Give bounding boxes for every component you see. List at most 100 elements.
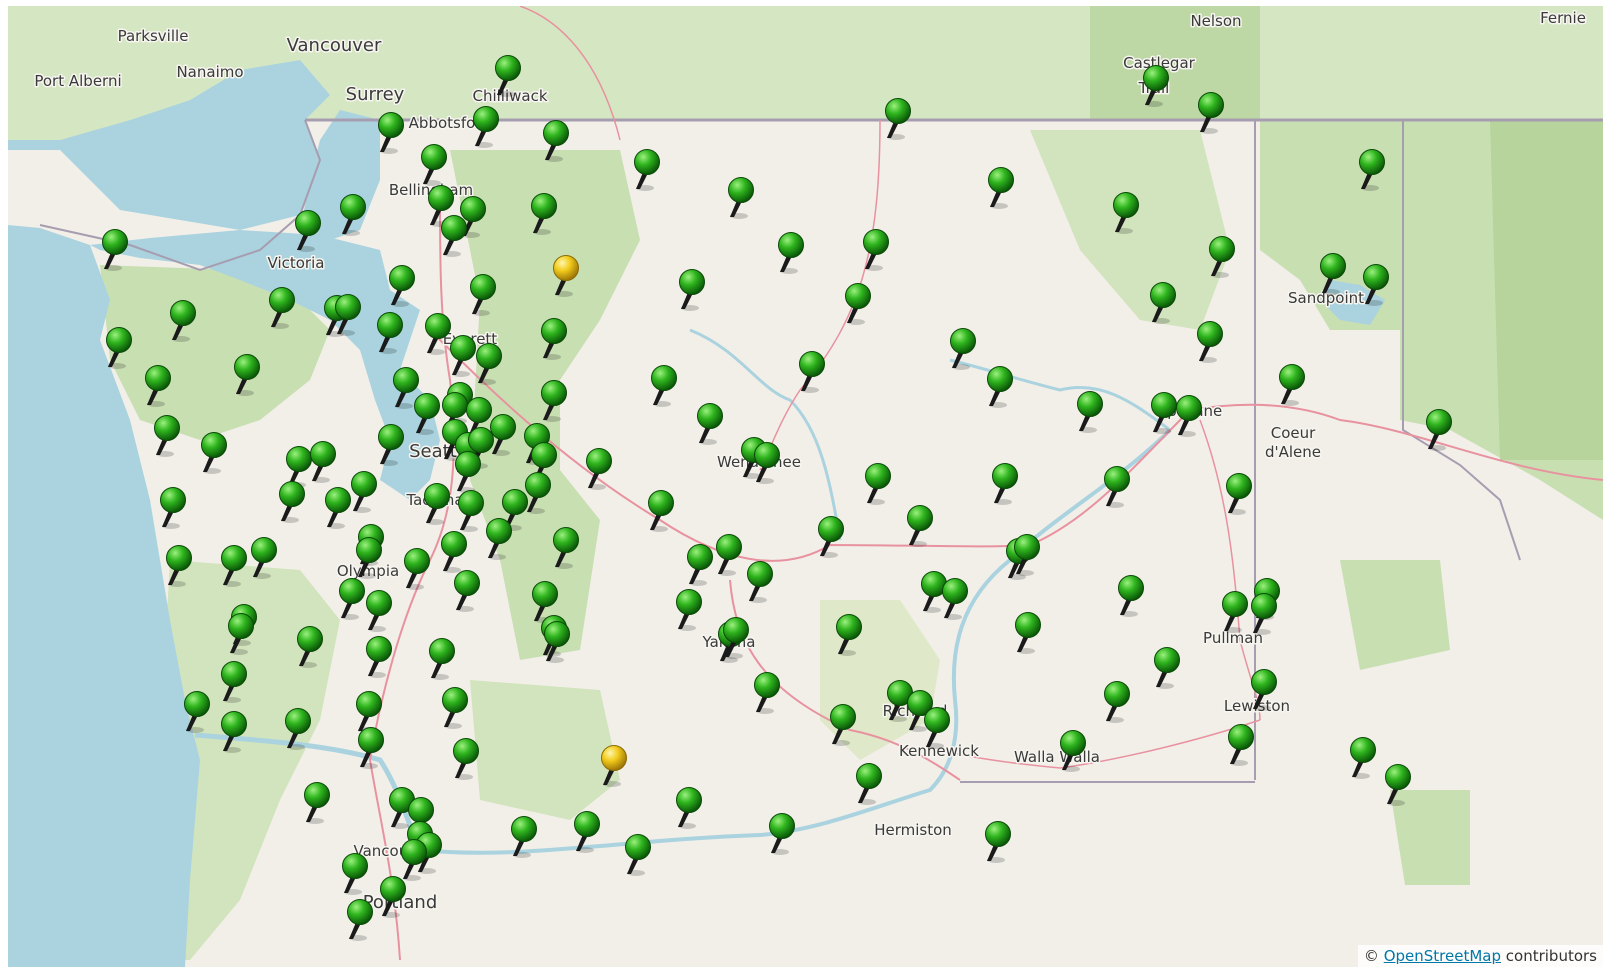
map-pin-green-icon[interactable]: [234, 354, 260, 397]
map-pin-green-icon[interactable]: [1143, 65, 1169, 108]
map-pin-green-icon[interactable]: [378, 112, 404, 155]
map-pin-green-icon[interactable]: [102, 229, 128, 272]
map-pin-green-icon[interactable]: [747, 561, 773, 604]
map-pin-green-icon[interactable]: [428, 185, 454, 228]
map-pin-green-icon[interactable]: [1104, 466, 1130, 509]
map-pin-green-icon[interactable]: [818, 516, 844, 559]
map-pin-green-icon[interactable]: [1385, 764, 1411, 807]
map-pin-green-icon[interactable]: [1077, 391, 1103, 434]
map-pin-green-icon[interactable]: [458, 490, 484, 533]
map-pin-green-icon[interactable]: [754, 672, 780, 715]
map-pin-green-icon[interactable]: [676, 589, 702, 632]
map-pin-green-icon[interactable]: [455, 451, 481, 494]
map-pin-green-icon[interactable]: [154, 415, 180, 458]
map-pin-green-icon[interactable]: [1363, 264, 1389, 307]
map-pin-green-icon[interactable]: [1350, 737, 1376, 780]
map-pin-green-icon[interactable]: [651, 365, 677, 408]
map-pin-green-icon[interactable]: [366, 590, 392, 633]
map-pin-green-icon[interactable]: [269, 287, 295, 330]
map-pin-green-icon[interactable]: [625, 834, 651, 877]
map-pin-green-icon[interactable]: [921, 571, 947, 614]
map-pin-green-icon[interactable]: [490, 414, 516, 457]
map-pin-green-icon[interactable]: [1222, 591, 1248, 634]
map-pin-green-icon[interactable]: [297, 626, 323, 669]
map-pin-green-icon[interactable]: [393, 367, 419, 410]
map-pin-green-icon[interactable]: [1226, 473, 1252, 516]
map-pin-green-icon[interactable]: [907, 505, 933, 548]
map-pin-green-icon[interactable]: [1150, 282, 1176, 325]
map-pin-green-icon[interactable]: [863, 229, 889, 272]
map-pin-green-icon[interactable]: [378, 424, 404, 467]
map-pin-green-icon[interactable]: [836, 614, 862, 657]
map-pin-green-icon[interactable]: [380, 876, 406, 919]
map-pin-green-icon[interactable]: [356, 537, 382, 580]
map-pin-green-icon[interactable]: [1113, 192, 1139, 235]
map-pin-green-icon[interactable]: [401, 839, 427, 882]
map-pin-green-icon[interactable]: [470, 274, 496, 317]
map-pin-green-icon[interactable]: [453, 738, 479, 781]
map-pin-green-icon[interactable]: [356, 691, 382, 734]
map-pin-green-icon[interactable]: [335, 294, 361, 337]
map-pin-green-icon[interactable]: [425, 313, 451, 356]
map-pin-green-icon[interactable]: [450, 335, 476, 378]
map-pin-green-icon[interactable]: [145, 365, 171, 408]
map-pin-green-icon[interactable]: [325, 487, 351, 530]
map-pin-yellow-icon[interactable]: [553, 255, 579, 298]
map-pin-green-icon[interactable]: [885, 98, 911, 141]
map-pin-green-icon[interactable]: [476, 343, 502, 386]
map-pin-green-icon[interactable]: [679, 269, 705, 312]
map-pin-green-icon[interactable]: [1104, 681, 1130, 724]
map-pin-green-icon[interactable]: [251, 537, 277, 580]
map-pin-green-icon[interactable]: [799, 351, 825, 394]
map-pin-green-icon[interactable]: [1176, 395, 1202, 438]
map-pin-green-icon[interactable]: [414, 393, 440, 436]
map-pin-green-icon[interactable]: [221, 711, 247, 754]
map-pin-green-icon[interactable]: [454, 570, 480, 613]
map-pin-green-icon[interactable]: [1154, 647, 1180, 690]
map-pin-green-icon[interactable]: [532, 581, 558, 624]
map-pin-green-icon[interactable]: [1060, 730, 1086, 773]
map-pin-green-icon[interactable]: [160, 487, 186, 530]
map-pin-green-icon[interactable]: [279, 481, 305, 524]
map-pin-green-icon[interactable]: [221, 545, 247, 588]
openstreetmap-link[interactable]: OpenStreetMap: [1383, 947, 1502, 965]
map-pin-green-icon[interactable]: [170, 300, 196, 343]
map-pin-green-icon[interactable]: [429, 638, 455, 681]
map-pin-green-icon[interactable]: [339, 578, 365, 621]
map-pin-green-icon[interactable]: [687, 544, 713, 587]
map-pin-green-icon[interactable]: [366, 636, 392, 679]
map-pin-green-icon[interactable]: [347, 899, 373, 942]
map-pin-green-icon[interactable]: [310, 441, 336, 484]
map-pin-green-icon[interactable]: [541, 318, 567, 361]
map-pin-green-icon[interactable]: [987, 366, 1013, 409]
map-pin-green-icon[interactable]: [389, 265, 415, 308]
map-pin-green-icon[interactable]: [228, 613, 254, 656]
map-pin-green-icon[interactable]: [988, 167, 1014, 210]
map-pin-green-icon[interactable]: [442, 687, 468, 730]
map-pin-green-icon[interactable]: [543, 120, 569, 163]
map-pin-green-icon[interactable]: [544, 621, 570, 664]
map-pin-green-icon[interactable]: [856, 763, 882, 806]
map-pin-green-icon[interactable]: [985, 821, 1011, 864]
map-pin-green-icon[interactable]: [421, 144, 447, 187]
map-pin-green-icon[interactable]: [358, 727, 384, 770]
map-pin-green-icon[interactable]: [1015, 612, 1041, 655]
map-pin-green-icon[interactable]: [1197, 321, 1223, 364]
map-pin-green-icon[interactable]: [845, 283, 871, 326]
map-pin-green-icon[interactable]: [778, 232, 804, 275]
map-pin-green-icon[interactable]: [495, 55, 521, 98]
map-pin-green-icon[interactable]: [950, 328, 976, 371]
map-pin-green-icon[interactable]: [351, 471, 377, 514]
map-pin-green-icon[interactable]: [553, 527, 579, 570]
map-pin-green-icon[interactable]: [389, 787, 415, 830]
map-pin-green-icon[interactable]: [340, 194, 366, 237]
map-pin-green-icon[interactable]: [1279, 364, 1305, 407]
map-pin-green-icon[interactable]: [1320, 253, 1346, 296]
map-pin-green-icon[interactable]: [634, 149, 660, 192]
map-pin-green-icon[interactable]: [728, 177, 754, 220]
map-pin-green-icon[interactable]: [424, 483, 450, 526]
map-pin-green-icon[interactable]: [486, 518, 512, 561]
map-pin-green-icon[interactable]: [285, 708, 311, 751]
map-pin-green-icon[interactable]: [830, 704, 856, 747]
map-pin-yellow-icon[interactable]: [601, 745, 627, 788]
